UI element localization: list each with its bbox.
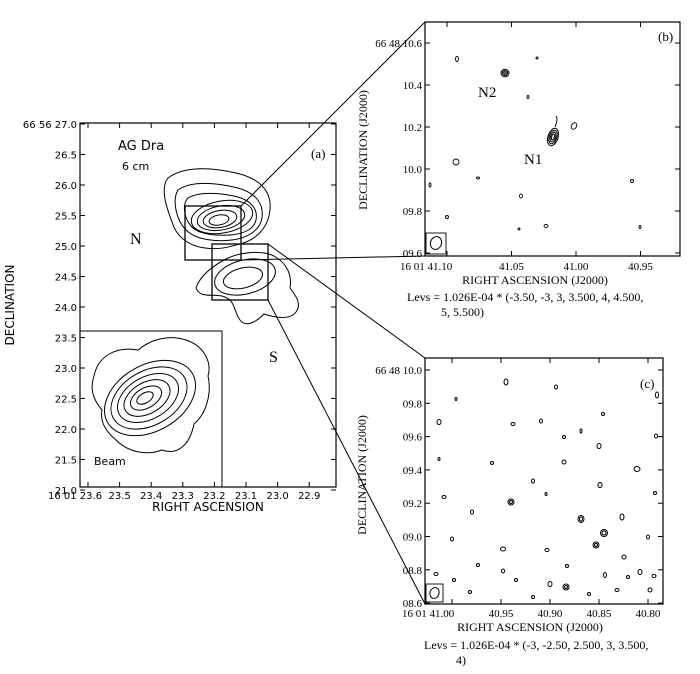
panel-a-y-tick-label: 22.0 — [55, 425, 77, 436]
panel-a-x-tick-label: 23.5 — [108, 491, 130, 502]
panel-a-x-tick-label: 23.1 — [235, 491, 257, 502]
panel-b-x-tick-label: 16 01 41.10 — [400, 261, 453, 273]
panel-a-y-tick-label: 23.0 — [55, 364, 77, 375]
label-s: S — [269, 349, 278, 366]
panel-c-label: (c) — [640, 376, 654, 391]
panel-a-y-tick-label: 66 56 27.0 — [23, 120, 77, 131]
panel-b-x-ticks: 16 01 41.10 41.05 41.00 40.95 — [400, 22, 653, 273]
panel-a-y-tick-label: 21.0 — [55, 486, 77, 497]
panel-a: 66 56 27.0 26.5 26.0 25.5 25.0 24.5 24.0 23.5 23… — [3, 120, 337, 514]
panel-b-frame — [424, 21, 681, 257]
panel-b-y-axis-label: DECLINATION (J2000) — [356, 90, 370, 210]
panel-c-beam-ellipse — [429, 587, 440, 599]
panel-c-x-tick-label: 40.80 — [636, 608, 661, 620]
n2-contours — [500, 68, 510, 78]
panel-a-y-axis-label: DECLINATION — [3, 265, 17, 346]
north-source-contours — [163, 168, 271, 250]
label-n1: N1 — [524, 152, 542, 168]
panel-c-y-axis-label: DECLINATION (J2000) — [355, 415, 369, 535]
panel-a-x-tick-label: 23.3 — [172, 491, 194, 502]
panel-b-noise-contours — [428, 56, 642, 231]
panel-c-y-tick-label: 09.0 — [403, 532, 423, 544]
panel-c-x-tick-label: 16 01 41.00 — [402, 608, 455, 620]
panel-c-levels-line2: 4) — [456, 653, 466, 667]
panel-a-x-tick-label: 23.4 — [140, 491, 162, 502]
panel-c-noise-contours — [433, 378, 659, 599]
panel-c-y-tick-label: 09.8 — [403, 398, 423, 410]
panel-c-x-tick-label: 40.90 — [538, 608, 563, 620]
panel-b-x-tick-label: 41.05 — [499, 261, 524, 273]
panel-a-x-axis-label: RIGHT ASCENSION — [152, 500, 264, 514]
panel-c-y-tick-label: 09.6 — [403, 432, 423, 444]
panel-b-y-tick-label: 10.4 — [403, 80, 423, 92]
panel-b-beam-ellipse — [429, 236, 443, 250]
panel-a-y-ticks: 66 56 27.0 26.5 26.0 25.5 25.0 24.5 24.0 23.5 23… — [23, 120, 336, 497]
beam-inset-frame — [80, 330, 223, 487]
panel-b-label: (b) — [658, 29, 673, 44]
n1-contours — [546, 115, 560, 147]
panel-c-y-ticks: 66 48 10.0 09.8 09.6 09.4 09.2 09.0 08.8 08.6 — [375, 365, 663, 610]
beam-label: Beam — [94, 455, 126, 468]
panel-a-y-tick-label: 22.5 — [55, 395, 77, 406]
panel-b-x-tick-label: 41.00 — [564, 261, 589, 273]
panel-a-y-tick-label: 21.5 — [55, 456, 77, 467]
panel-c-y-tick-label: 09.2 — [403, 498, 422, 510]
panel-c-x-ticks: 16 01 41.00 40.95 40.90 40.85 40.80 — [402, 358, 661, 620]
panel-c-beam-box — [425, 583, 444, 603]
panel-c-x-tick-label: 40.95 — [489, 608, 514, 620]
panel-c-y-tick-label: 08.6 — [403, 598, 423, 610]
panel-a-frame — [79, 122, 337, 488]
connector-lines — [240, 21, 426, 605]
panel-a-x-tick-label: 22.9 — [298, 491, 320, 502]
panel-a-y-tick-label: 24.0 — [55, 303, 77, 314]
panel-c-y-tick-label: 66 48 10.0 — [375, 365, 422, 377]
panel-c-y-tick-label: 08.8 — [403, 565, 423, 577]
panel-b-y-tick-label: 10.0 — [403, 164, 423, 176]
panel-b-y-tick-label: 09.8 — [403, 206, 423, 218]
panel-c-levels-line1: Levs = 1.026E-04 * (-3, -2.50, 2.500, 3,… — [424, 638, 648, 652]
beam-contours — [91, 337, 210, 454]
panel-a-y-tick-label: 26.0 — [55, 181, 77, 192]
panel-b-levels-line1: Levs = 1.026E-04 * (-3.50, -3, 3, 3.500,… — [407, 290, 643, 304]
zoom-box-south — [211, 243, 269, 301]
panel-b-levels-line2: 5, 5.500) — [441, 305, 484, 319]
panel-b-x-tick-label: 40.95 — [628, 261, 653, 273]
panel-a-band: 6 cm — [122, 160, 149, 173]
panel-c-x-tick-label: 40.85 — [587, 608, 612, 620]
panel-b-x-axis-label: RIGHT ASCENSION (J2000) — [462, 273, 608, 287]
panel-a-x-tick-label: 16 01 23.6 — [48, 491, 102, 502]
panel-c-x-axis-label: RIGHT ASCENSION (J2000) — [457, 620, 603, 634]
panel-c: 66 48 10.0 09.8 09.6 09.4 09.2 09.0 08.8 08.6 1… — [355, 357, 664, 667]
panel-c-frame — [424, 357, 664, 605]
panel-a-label: (a) — [311, 146, 325, 161]
panel-a-x-tick-label: 23.0 — [266, 491, 288, 502]
panel-a-source-name: AG Dra — [118, 139, 164, 154]
panel-b-beam-box — [425, 232, 447, 255]
panel-c-y-tick-label: 09.4 — [403, 465, 423, 477]
label-n2: N2 — [478, 85, 496, 101]
panel-b-y-tick-label: 66 48 10.6 — [375, 38, 422, 50]
panel-a-x-ticks: 16 01 23.6 23.5 23.4 23.3 23.2 23.1 23.0 22.9 — [48, 123, 320, 502]
label-n: N — [130, 231, 142, 248]
panel-a-x-tick-label: 23.2 — [203, 491, 225, 502]
panel-a-y-tick-label: 23.5 — [55, 334, 77, 345]
zoom-box-north — [184, 205, 242, 261]
panel-a-y-tick-label: 26.5 — [55, 151, 77, 162]
panel-b-y-tick-label: 09.6 — [403, 248, 423, 260]
panel-b-y-ticks: 66 48 10.6 10.4 10.2 10.0 09.8 09.6 — [375, 38, 680, 260]
panel-a-y-tick-label: 25.0 — [55, 242, 77, 253]
panel-b-y-tick-label: 10.2 — [403, 122, 422, 134]
panel-b: 66 48 10.6 10.4 10.2 10.0 09.8 09.6 16 01 41.… — [356, 21, 681, 319]
panel-a-y-tick-label: 24.5 — [55, 273, 77, 284]
panel-a-y-tick-label: 25.5 — [55, 212, 77, 223]
